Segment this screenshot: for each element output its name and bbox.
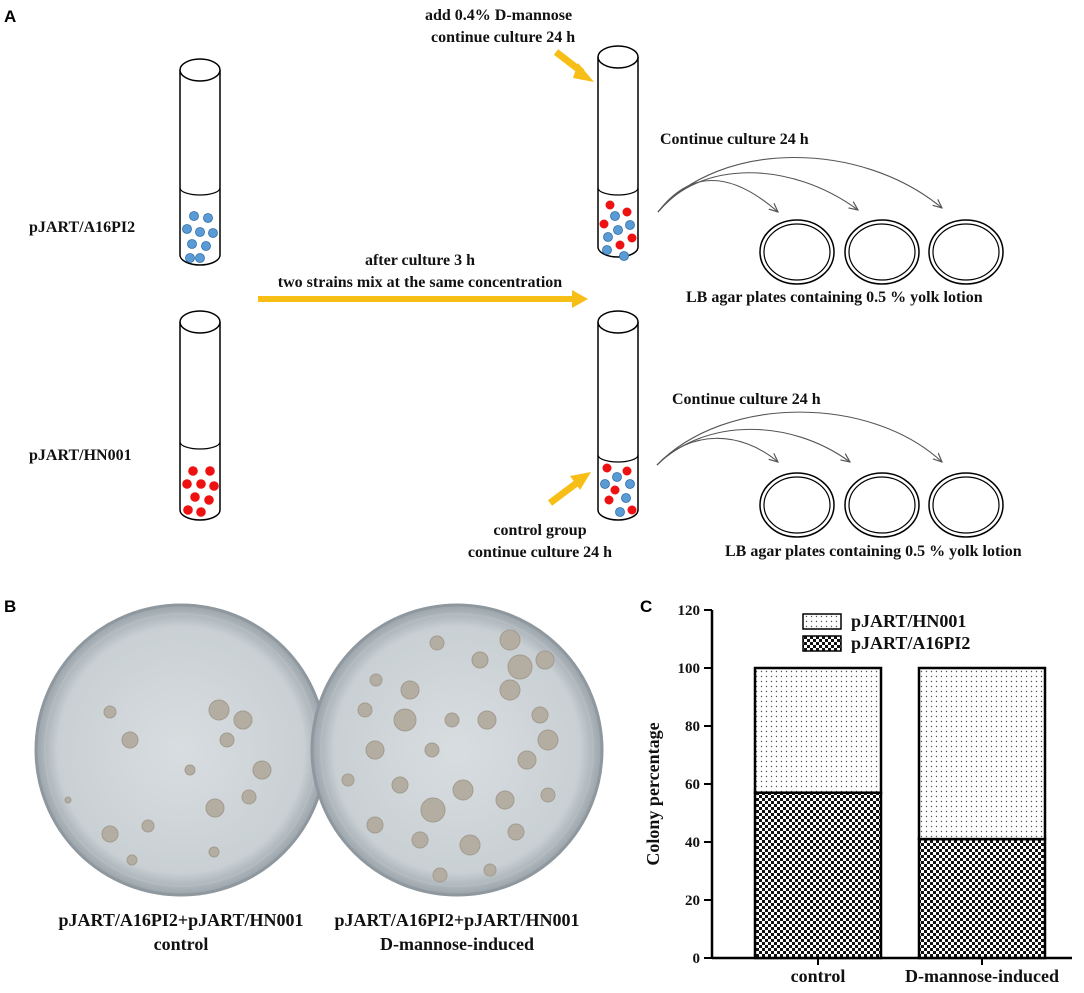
- y-tick-label: 100: [678, 661, 701, 677]
- petri-dish-control: [34, 603, 328, 897]
- y-tick-label: 40: [685, 835, 700, 851]
- control-arrow: [547, 472, 591, 506]
- mixed-cells-induced: [599, 200, 637, 261]
- agar-plate-rim: [763, 476, 831, 534]
- panel-b: B: [4, 597, 604, 954]
- colonies-control: [64, 699, 272, 866]
- continue-label-bottom: Continue culture 24 h: [672, 391, 821, 408]
- mix-label-line1: after culture 3 h: [365, 252, 475, 269]
- control-label-line1: control group: [493, 522, 586, 539]
- control-label-line2: continue culture 24 h: [468, 544, 612, 561]
- legend-label: pJART/HN001: [851, 611, 966, 631]
- tube-induced: [597, 45, 639, 258]
- mix-label-line2: two strains mix at the same concentratio…: [278, 274, 563, 291]
- legend-swatch: [802, 635, 842, 652]
- panel-a: A: [4, 7, 1022, 561]
- y-tick-label: 120: [678, 603, 701, 619]
- induce-label-line1: add 0.4% D-mannose: [425, 7, 572, 24]
- dish-label-right-line1: pJART/A16PI2+pJART/HN001: [334, 910, 579, 930]
- induce-arrow: [553, 49, 594, 82]
- agar-plate: [759, 472, 835, 538]
- legend-swatch: [802, 613, 842, 630]
- strain-label-hn001: pJART/HN001: [29, 447, 132, 464]
- plates-bottom: [759, 472, 1004, 538]
- legend-label: pJART/A16PI2: [851, 633, 970, 653]
- x-tick-label: control: [791, 966, 846, 986]
- dish-label-left-line1: pJART/A16PI2+pJART/HN001: [58, 910, 303, 930]
- tube-hn001: [179, 310, 221, 521]
- strain-label-a16pi2: pJART/A16PI2: [29, 219, 135, 236]
- plates-top: [759, 219, 1004, 285]
- petri-dish-induced: [310, 603, 604, 897]
- bar-segment: [917, 666, 1047, 841]
- dish-label-left-line2: control: [154, 934, 209, 954]
- agar-plate: [928, 219, 1004, 285]
- red-cells-left: [182, 466, 219, 517]
- arcs-top: [657, 157, 942, 212]
- dish-label-right-line2: D-mannose-induced: [380, 934, 534, 954]
- induce-label-line2: continue culture 24 h: [431, 29, 575, 46]
- arcs-bottom: [656, 411, 942, 466]
- agar-plate-rim: [848, 223, 916, 281]
- agar-plate: [844, 472, 920, 538]
- panel-b-letter: B: [4, 597, 16, 616]
- bar-segment: [753, 666, 883, 794]
- y-tick-label: 0: [693, 951, 701, 967]
- tube-a16pi2: [179, 58, 221, 266]
- y-tick-label: 80: [685, 719, 700, 735]
- bar-segment: [917, 837, 1047, 960]
- agar-plate: [759, 219, 835, 285]
- agar-plate-rim: [763, 223, 831, 281]
- plates-label-top: LB agar plates containing 0.5 % yolk lot…: [686, 289, 983, 306]
- agar-plate: [928, 472, 1004, 538]
- mix-arrow: [258, 290, 588, 308]
- continue-label-top: Continue culture 24 h: [660, 131, 809, 148]
- blue-cells-left: [182, 211, 218, 263]
- colonies-induced: [341, 629, 559, 883]
- agar-plate-rim: [848, 476, 916, 534]
- agar-plate: [844, 219, 920, 285]
- bar-segment: [753, 791, 883, 960]
- y-axis-label: Colony percentage: [643, 722, 663, 865]
- tube-control: [597, 310, 639, 521]
- panel-c-letter: C: [640, 597, 652, 616]
- plates-label-bottom: LB agar plates containing 0.5 % yolk lot…: [725, 543, 1022, 560]
- y-tick-label: 60: [685, 777, 700, 793]
- mixed-cells-control: [600, 463, 637, 517]
- panel-a-letter: A: [4, 7, 16, 26]
- y-tick-label: 20: [685, 893, 700, 909]
- agar-plate-rim: [932, 223, 1000, 281]
- agar-plate-rim: [932, 476, 1000, 534]
- x-tick-label: D-mannose-induced: [905, 966, 1059, 986]
